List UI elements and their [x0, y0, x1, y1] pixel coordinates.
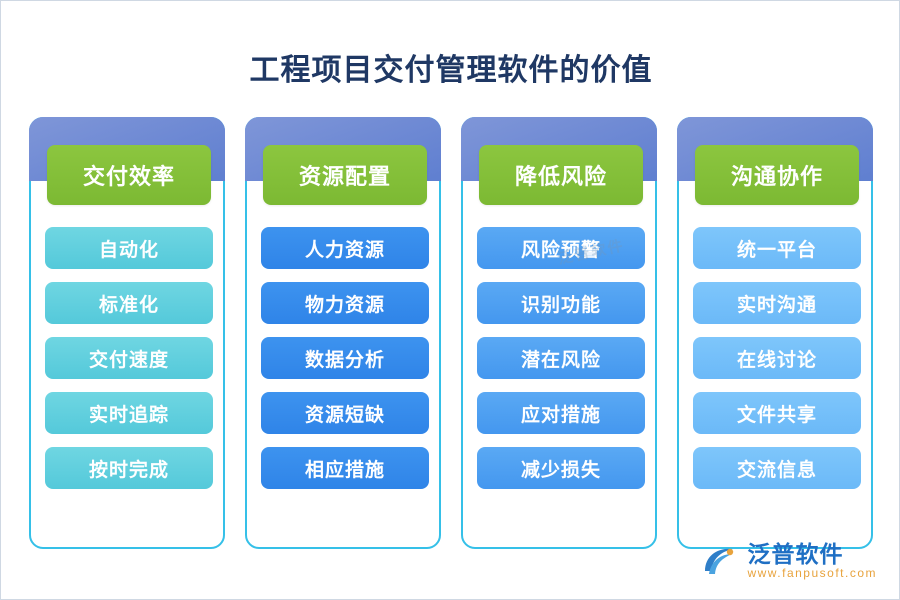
list-item[interactable]: 自动化 [45, 227, 213, 269]
column-communication-collaboration: 沟通协作 统一平台 实时沟通 在线讨论 文件共享 交流信息 [677, 117, 873, 549]
list-item[interactable]: 交付速度 [45, 337, 213, 379]
column-items: 统一平台 实时沟通 在线讨论 文件共享 交流信息 [693, 227, 861, 489]
logo-name-cn: 泛普软件 [747, 540, 844, 567]
list-item[interactable]: 数据分析 [261, 337, 429, 379]
column-items: 风险预警 识别功能 潜在风险 应对措施 减少损失 [477, 227, 645, 489]
list-item[interactable]: 按时完成 [45, 447, 213, 489]
list-item[interactable]: 资源短缺 [261, 392, 429, 434]
list-item[interactable]: 标准化 [45, 282, 213, 324]
list-item[interactable]: 文件共享 [693, 392, 861, 434]
page-title: 工程项目交付管理软件的价值 [249, 54, 653, 87]
column-items: 人力资源 物力资源 数据分析 资源短缺 相应措施 [261, 227, 429, 489]
list-item[interactable]: 交流信息 [693, 447, 861, 489]
logo-text: 泛普软件 www.fanpusoft.com [747, 540, 877, 581]
column-items: 自动化 标准化 交付速度 实时追踪 按时完成 [45, 227, 213, 489]
column-header: 降低风险 [479, 145, 643, 205]
column-header: 交付效率 [47, 145, 211, 205]
list-item[interactable]: 物力资源 [261, 282, 429, 324]
column-header: 资源配置 [263, 145, 427, 205]
list-item[interactable]: 实时沟通 [693, 282, 861, 324]
list-item[interactable]: 潜在风险 [477, 337, 645, 379]
column-risk-reduction: 降低风险 风险预警 识别功能 潜在风险 应对措施 减少损失 [461, 117, 657, 549]
column-delivery-efficiency: 交付效率 自动化 标准化 交付速度 实时追踪 按时完成 [29, 117, 225, 549]
list-item[interactable]: 减少损失 [477, 447, 645, 489]
list-item[interactable]: 实时追踪 [45, 392, 213, 434]
list-item[interactable]: 识别功能 [477, 282, 645, 324]
logo-swirl-icon [699, 541, 739, 581]
list-item[interactable]: 在线讨论 [693, 337, 861, 379]
column-header: 沟通协作 [695, 145, 859, 205]
list-item[interactable]: 统一平台 [693, 227, 861, 269]
column-resource-allocation: 资源配置 人力资源 物力资源 数据分析 资源短缺 相应措施 [245, 117, 441, 549]
brand-logo: 泛普软件 www.fanpusoft.com [699, 541, 877, 581]
logo-name-en: www.fanpusoft.com [747, 566, 877, 581]
columns-container: 交付效率 自动化 标准化 交付速度 实时追踪 按时完成 资源配置 人力资源 物力… [29, 117, 873, 549]
list-item[interactable]: 风险预警 [477, 227, 645, 269]
list-item[interactable]: 相应措施 [261, 447, 429, 489]
list-item[interactable]: 应对措施 [477, 392, 645, 434]
list-item[interactable]: 人力资源 [261, 227, 429, 269]
